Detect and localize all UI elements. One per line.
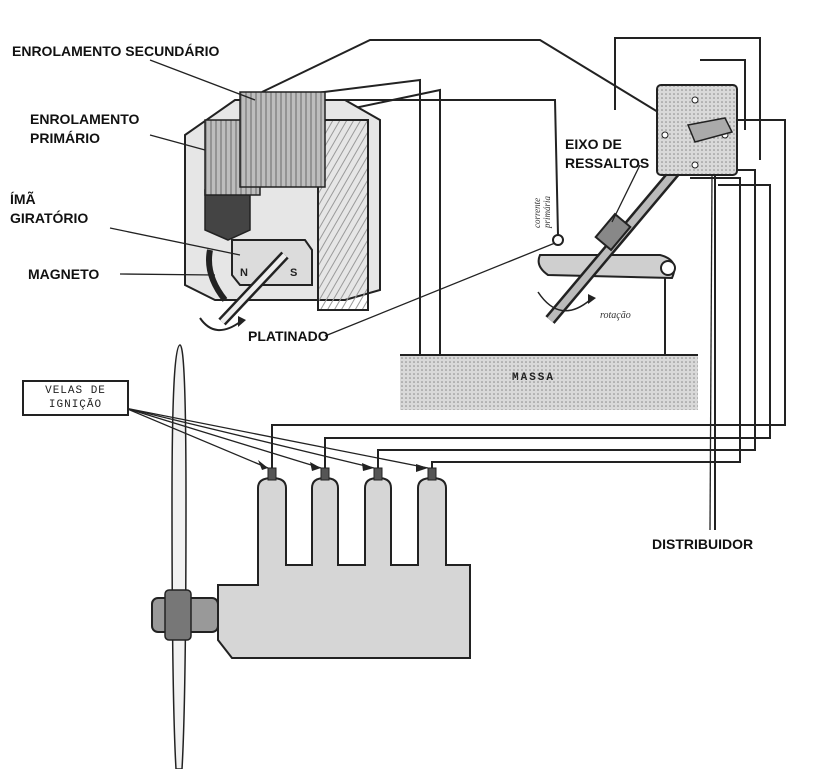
wire-coil-to-breaker — [330, 99, 559, 236]
massa-ground — [400, 354, 698, 410]
label-magneto: MAGNETO — [28, 266, 100, 282]
iron-core-right — [317, 119, 369, 311]
wire-coil-to-massa — [299, 78, 421, 355]
propeller — [151, 344, 219, 769]
breaker-pivot — [660, 260, 676, 276]
wires — [261, 37, 786, 530]
label-distribuidor: DISTRIBUIDOR — [652, 536, 754, 552]
rotation-arrow-cam — [537, 291, 591, 312]
secondary-winding — [239, 91, 326, 188]
wire-plug-4 — [431, 177, 741, 478]
massa-label: MASSA — [512, 372, 555, 384]
wire-distributor-frame — [614, 37, 761, 160]
label-enrolamento-primario: ENROLAMENTO PRIMÁRIO — [30, 111, 140, 146]
wire-plug-1 — [271, 119, 786, 478]
distributor-rotor — [686, 117, 734, 143]
wire-secondary-to-distributor — [261, 39, 659, 113]
engine-block — [217, 476, 471, 659]
label-ima-giratorio: ÍMÃ GIRATÓRIO — [10, 191, 89, 226]
wire-plug-3 — [377, 169, 756, 478]
wire-coil-to-massa-2 — [344, 88, 441, 355]
leader-lines — [109, 59, 713, 531]
corrente-primaria-text: corrente primária — [532, 195, 552, 229]
iron-core-left — [204, 189, 251, 241]
engine — [217, 467, 471, 659]
label-platinado: PLATINADO — [248, 328, 329, 344]
wire-distributor-top — [700, 59, 746, 130]
breaker-point — [552, 234, 564, 246]
cam-collar — [594, 212, 632, 252]
breaker-arm — [537, 254, 676, 280]
distributor — [656, 84, 738, 176]
pole-n: N — [240, 267, 248, 279]
label-velas-de-ignicao: VELAS DE IGNIÇÃO — [22, 380, 129, 416]
label-eixo-de-ressaltos: EIXO DE RESSALTOS — [565, 136, 650, 171]
rotation-arrow-magnet — [199, 317, 241, 331]
velas-arrowheads — [258, 460, 428, 472]
label-enrolamento-secundario: ENROLAMENTO SECUNDÁRIO — [12, 43, 220, 59]
magneto-housing — [184, 91, 381, 331]
pole-s: S — [290, 267, 297, 279]
rotacao-text: rotação — [600, 310, 631, 321]
wire-plug-2 — [324, 184, 771, 478]
